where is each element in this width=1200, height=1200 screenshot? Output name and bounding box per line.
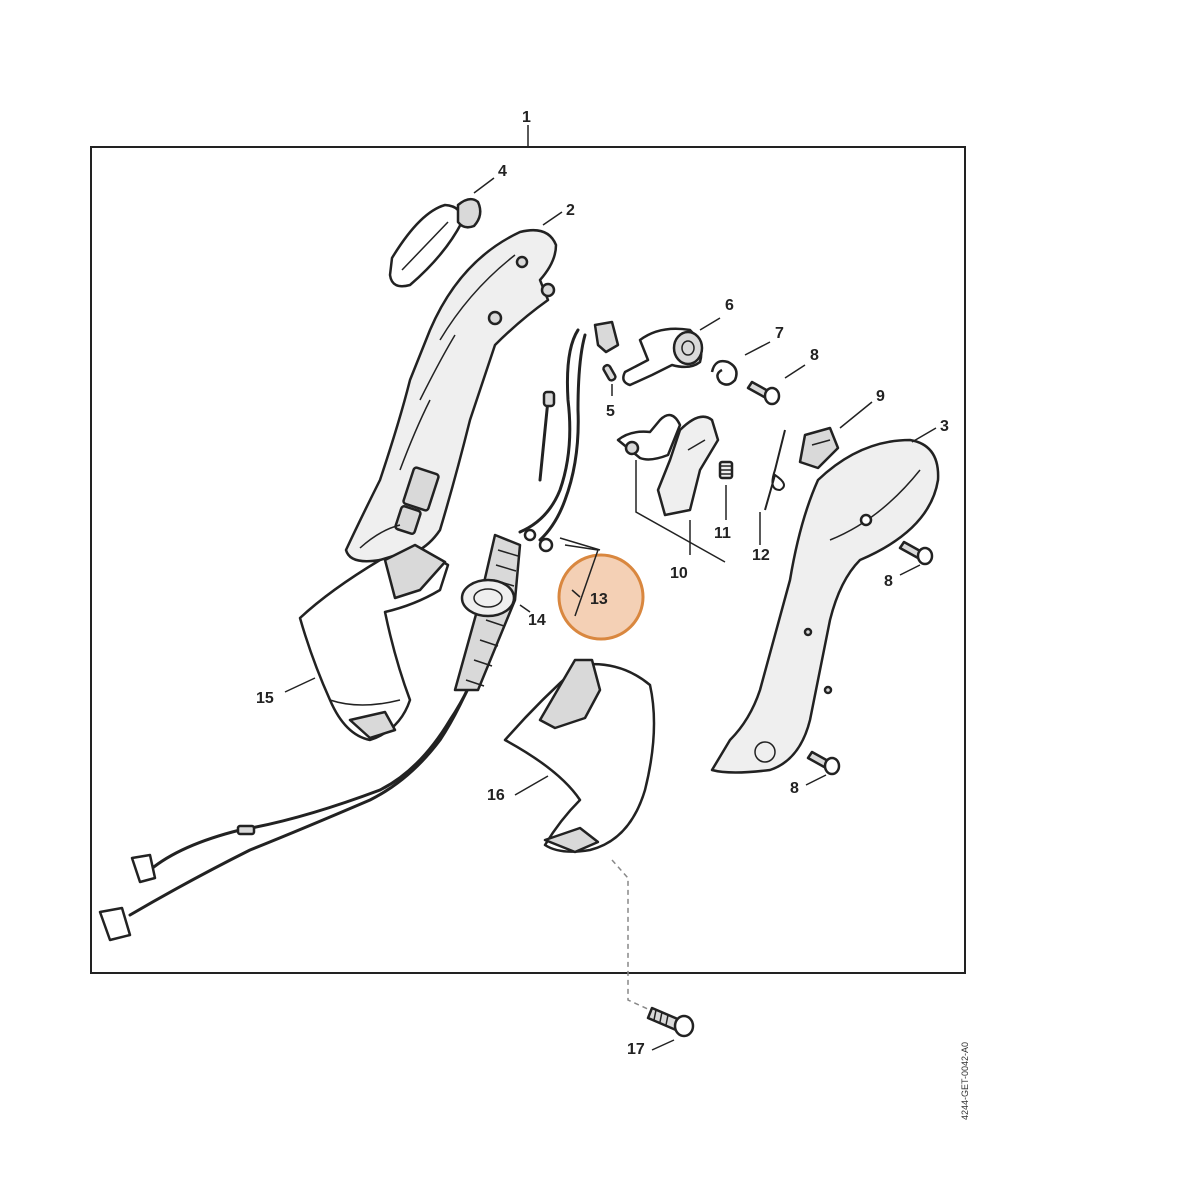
callout-6[interactable]: 6 — [725, 297, 734, 314]
highlight-marker-13 — [557, 553, 645, 641]
callout-17[interactable]: 17 — [627, 1041, 645, 1058]
part-10-trigger-assembly[interactable] — [616, 413, 720, 517]
callout-15[interactable]: 15 — [256, 690, 274, 707]
part-7-spring[interactable] — [710, 359, 738, 386]
callout-7[interactable]: 7 — [775, 325, 784, 342]
callout-14[interactable]: 14 — [528, 612, 546, 629]
part-12-spring-wire[interactable] — [764, 429, 786, 511]
part-11-compression-spring[interactable] — [718, 460, 734, 480]
part-6-lever[interactable] — [622, 327, 704, 387]
callout-11[interactable]: 11 — [714, 525, 731, 542]
part-8-screw-bottom[interactable] — [806, 750, 841, 776]
document-code: 4244-GET-0042-A0 — [960, 1042, 970, 1120]
callout-9[interactable]: 9 — [876, 388, 885, 405]
part-17-screw[interactable] — [646, 1006, 695, 1038]
callout-2[interactable]: 2 — [566, 202, 575, 219]
dashed-assembly-line — [611, 859, 651, 1011]
part-15-lower-shell[interactable] — [298, 543, 450, 742]
part-2-handle-housing[interactable] — [344, 228, 558, 563]
callout-1[interactable]: 1 — [522, 109, 531, 126]
part-14-cable-grommet[interactable] — [98, 533, 522, 942]
part-9-bracket[interactable] — [798, 426, 840, 470]
callout-8b[interactable]: 8 — [884, 573, 893, 590]
part-3-right-housing[interactable] — [710, 438, 940, 774]
callout-8a[interactable]: 8 — [810, 347, 819, 364]
callout-8c[interactable]: 8 — [790, 780, 799, 797]
part-5-pin[interactable] — [602, 363, 617, 382]
callout-5[interactable]: 5 — [606, 403, 615, 420]
callout-12[interactable]: 12 — [752, 547, 770, 564]
part-13-wiring-harness[interactable] — [518, 320, 620, 553]
part-16-lower-cover[interactable] — [503, 658, 656, 854]
callout-10[interactable]: 10 — [670, 565, 688, 582]
callout-16[interactable]: 16 — [487, 787, 505, 804]
callout-4[interactable]: 4 — [498, 163, 507, 180]
part-8-screw-middle[interactable] — [898, 540, 934, 566]
part-4-clip[interactable] — [388, 197, 482, 288]
callout-13[interactable]: 13 — [590, 591, 608, 608]
part-8-screw-top[interactable] — [746, 380, 781, 406]
callout-3[interactable]: 3 — [940, 418, 949, 435]
